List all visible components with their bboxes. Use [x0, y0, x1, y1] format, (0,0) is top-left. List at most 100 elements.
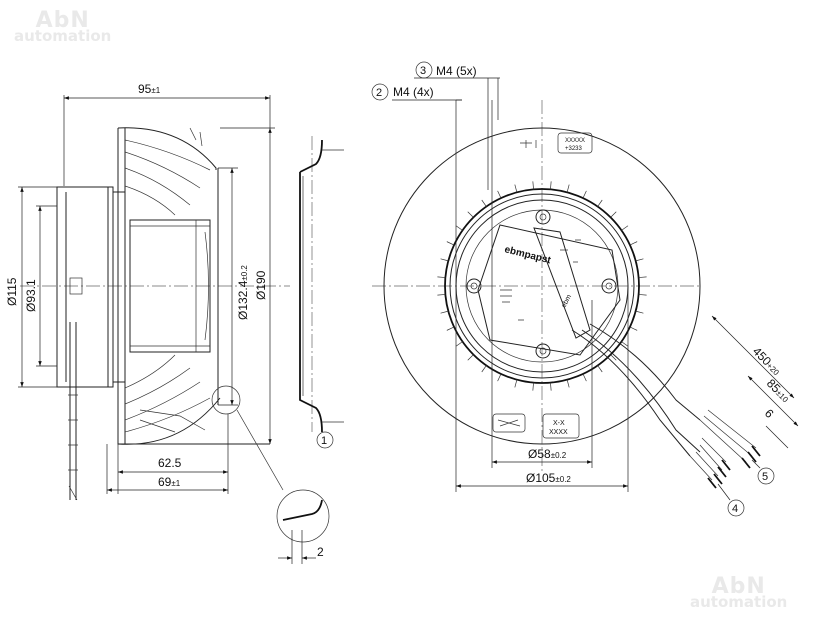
screw-head [605, 282, 613, 290]
impeller-blades-bottom [124, 354, 211, 433]
screw-head [470, 282, 478, 290]
ring-stud [446, 326, 455, 331]
cable-side [69, 322, 77, 500]
callout-circle [757, 467, 775, 485]
callout-5-leader [751, 459, 761, 469]
detail-leader [236, 409, 284, 491]
dim-105-label: Ø105±0.2 [526, 471, 571, 485]
dim-2-label: 2 [317, 545, 324, 559]
ring-stud [481, 365, 487, 373]
dim-6-line [765, 425, 789, 449]
ring-stud [610, 211, 617, 218]
ring-stud [638, 276, 647, 278]
plate-bottom-line1: X-X [553, 420, 565, 427]
cable-upper [571, 329, 691, 457]
ring-stud [638, 294, 647, 296]
dim-95-label: 95±1 [138, 82, 161, 96]
pcb-components [500, 239, 581, 321]
blade-tips-bottom [139, 409, 206, 433]
callout-3-num: 3 [420, 65, 426, 77]
ring-stud [455, 225, 463, 231]
ring-stud [621, 225, 629, 231]
callout-circle [371, 83, 389, 101]
profile-line [299, 139, 323, 433]
ring-stud [597, 199, 603, 207]
label-plate-bottom-right [542, 413, 580, 439]
ring-stud [481, 199, 487, 207]
motor-body [129, 219, 211, 353]
callout-circle [316, 431, 334, 449]
side-dimensions: 95±1 Ø115 Ø93.1 Ø132.4±0.2 Ø190 62.5 69±… [5, 82, 275, 494]
watermark-brand: AbN [711, 574, 766, 599]
ring-stud [532, 181, 534, 190]
ring-stud [610, 354, 617, 361]
motor-body-details [130, 220, 210, 352]
watermark-brand: AbN [35, 8, 90, 33]
cable-gland [69, 277, 83, 295]
impeller-top-edge [117, 127, 217, 170]
cable-lower [589, 323, 701, 421]
ring-stud [566, 184, 570, 193]
screw-left [466, 278, 482, 294]
dim-132-label: Ø132.4±0.2 [236, 265, 250, 320]
ring-stud [440, 258, 449, 262]
watermark-tagline: automation [690, 593, 788, 611]
outer-disc [383, 127, 701, 445]
ring-stud [497, 373, 502, 382]
callout-circle [727, 499, 745, 517]
plate-top-line1: XXXXX [565, 138, 585, 144]
callout-circle [415, 61, 433, 79]
ring-stud [550, 181, 552, 190]
callout-2-text: M4 (4x) [393, 85, 434, 99]
label-plate-top [557, 132, 593, 154]
detail-profile [282, 499, 323, 521]
motor-dome [204, 231, 209, 341]
ring-stud [629, 241, 638, 246]
dim-115-label: Ø115 [5, 277, 19, 306]
motor-brand-label: ebmpapst [503, 244, 552, 266]
dim-85 [747, 375, 799, 427]
dim-450-label: 450+20 [750, 344, 784, 378]
inlet-ring-profile [299, 136, 344, 433]
cable-wires [68, 394, 78, 501]
plate-bottom-line2: XXXX [549, 429, 568, 436]
cable-cover [533, 227, 591, 339]
detail-magnified-circle [276, 489, 330, 543]
impeller-blades-top [124, 139, 211, 216]
dim-6-label: 6 [762, 406, 777, 421]
mounting-studs [437, 181, 647, 391]
dim-93-label: Ø93.1 [24, 279, 38, 312]
ring-stud [514, 379, 518, 388]
ring-stud [629, 326, 638, 331]
screw-head [539, 213, 547, 221]
dim-69-label: 69±1 [158, 475, 181, 489]
watermark-bottom-right: AbN automation [690, 576, 787, 610]
front-view: ebmpapst ebm XXXXX +3233 X-X XXXX [372, 100, 761, 489]
ring-stud [582, 190, 587, 199]
motor-ring-outer [444, 188, 640, 384]
dim-62-label: 62.5 [158, 456, 182, 470]
ring-stud [597, 365, 603, 373]
ring-stud [446, 241, 455, 246]
ring-stud [635, 258, 644, 262]
screw-top [535, 209, 551, 225]
callout-3-text: M4 (5x) [436, 64, 477, 78]
callout-4-leader [717, 483, 731, 501]
side-mark-label: ebm [561, 293, 574, 308]
ring-stud [514, 184, 518, 193]
plate-top-line2: +3233 [565, 146, 583, 152]
callout-2-num: 2 [376, 87, 382, 99]
ring-stud [550, 382, 552, 391]
front-dimensions: Ø105±0.2 Ø58±0.2 2 M4 (4x) 3 M4 (5x) 450… [371, 61, 799, 517]
ring-stud [437, 276, 446, 278]
ring-stud [566, 379, 570, 388]
ring-stud [455, 341, 463, 347]
screw-head [539, 347, 547, 355]
mount-hole-top-left [520, 140, 537, 148]
cable-mid [581, 329, 701, 453]
watermark-top-left: AbN automation [14, 10, 111, 44]
cable-wire-ends [689, 409, 757, 481]
wire-ferrules [707, 445, 761, 489]
detail-view: 2 [276, 489, 330, 564]
